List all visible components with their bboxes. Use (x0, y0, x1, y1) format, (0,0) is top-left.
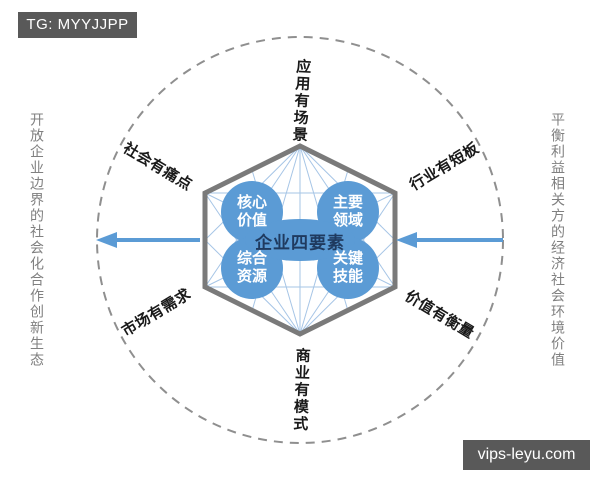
ring-label-bottom: 商业有模式 (291, 347, 311, 433)
side-note-left: 开放企业边界的社会化合作创新生态 (29, 112, 45, 368)
left-arrow (96, 232, 200, 248)
core-element-key-skills: 关键 技能 (333, 250, 363, 286)
core-element-line: 核心 (236, 194, 268, 211)
core-center-ellipse (245, 219, 355, 261)
side-note-right: 平衡利益相关方的经济社会环境价值 (550, 112, 566, 368)
core-element-line: 资源 (236, 268, 268, 285)
ring-label-top: 应用有场景 (290, 58, 312, 144)
core-blob (221, 181, 379, 299)
watermark-site-badge: vips-leyu.com (463, 440, 590, 470)
core-element-core-value: 核心 价值 (237, 194, 267, 230)
watermark-telegram-badge: TG: MYYJJPP (18, 12, 137, 38)
core-element-line: 领域 (332, 212, 364, 229)
hexagon-border (202, 143, 398, 337)
core-element-integrated-resources: 综合 资源 (237, 250, 267, 286)
core-element-main-domain: 主要 领域 (333, 194, 363, 230)
core-element-line: 综合 (236, 250, 268, 267)
core-element-line: 价值 (236, 212, 268, 229)
core-element-line: 主要 (332, 194, 364, 211)
core-center-title: 企业四要素 (255, 233, 345, 253)
right-arrow (396, 232, 503, 248)
core-element-line: 关键 (332, 250, 364, 267)
core-element-line: 技能 (332, 268, 364, 285)
